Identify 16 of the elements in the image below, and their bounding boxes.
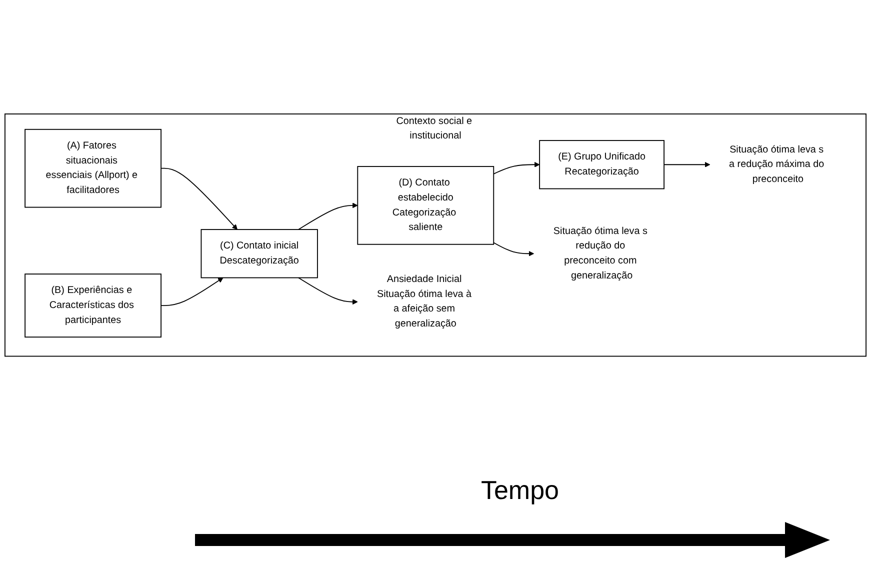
- node-box: (B) Experiências e Características dos participantes: [24, 273, 162, 338]
- arrow: [298, 277, 358, 304]
- node-text: Situação ótima leva s redução do preconceito com generalização: [553, 226, 648, 281]
- arrow: [493, 162, 540, 174]
- arrow: [298, 202, 358, 230]
- arrow: [160, 277, 224, 306]
- node-box: (A) Fatores situacionais essenciais (Allport) e facilitadores: [24, 128, 162, 208]
- node-box: (C) Contato inicial Descategorização: [200, 228, 318, 278]
- node-text: Ansiedade Inicial Situação ótima leva à a afeição sem generalização: [376, 274, 472, 329]
- arrow: [493, 242, 534, 256]
- node-text: Situação ótima leva s a redução máxima do preconceito: [729, 144, 824, 184]
- arrow: [160, 168, 238, 230]
- arrow: [664, 162, 710, 168]
- axis-label: Tempo: [480, 475, 560, 505]
- node-box: (E) Grupo Unificado Recategorização: [539, 140, 664, 190]
- node-box: (D) Contato estabelecido Categorização saliente: [357, 166, 494, 245]
